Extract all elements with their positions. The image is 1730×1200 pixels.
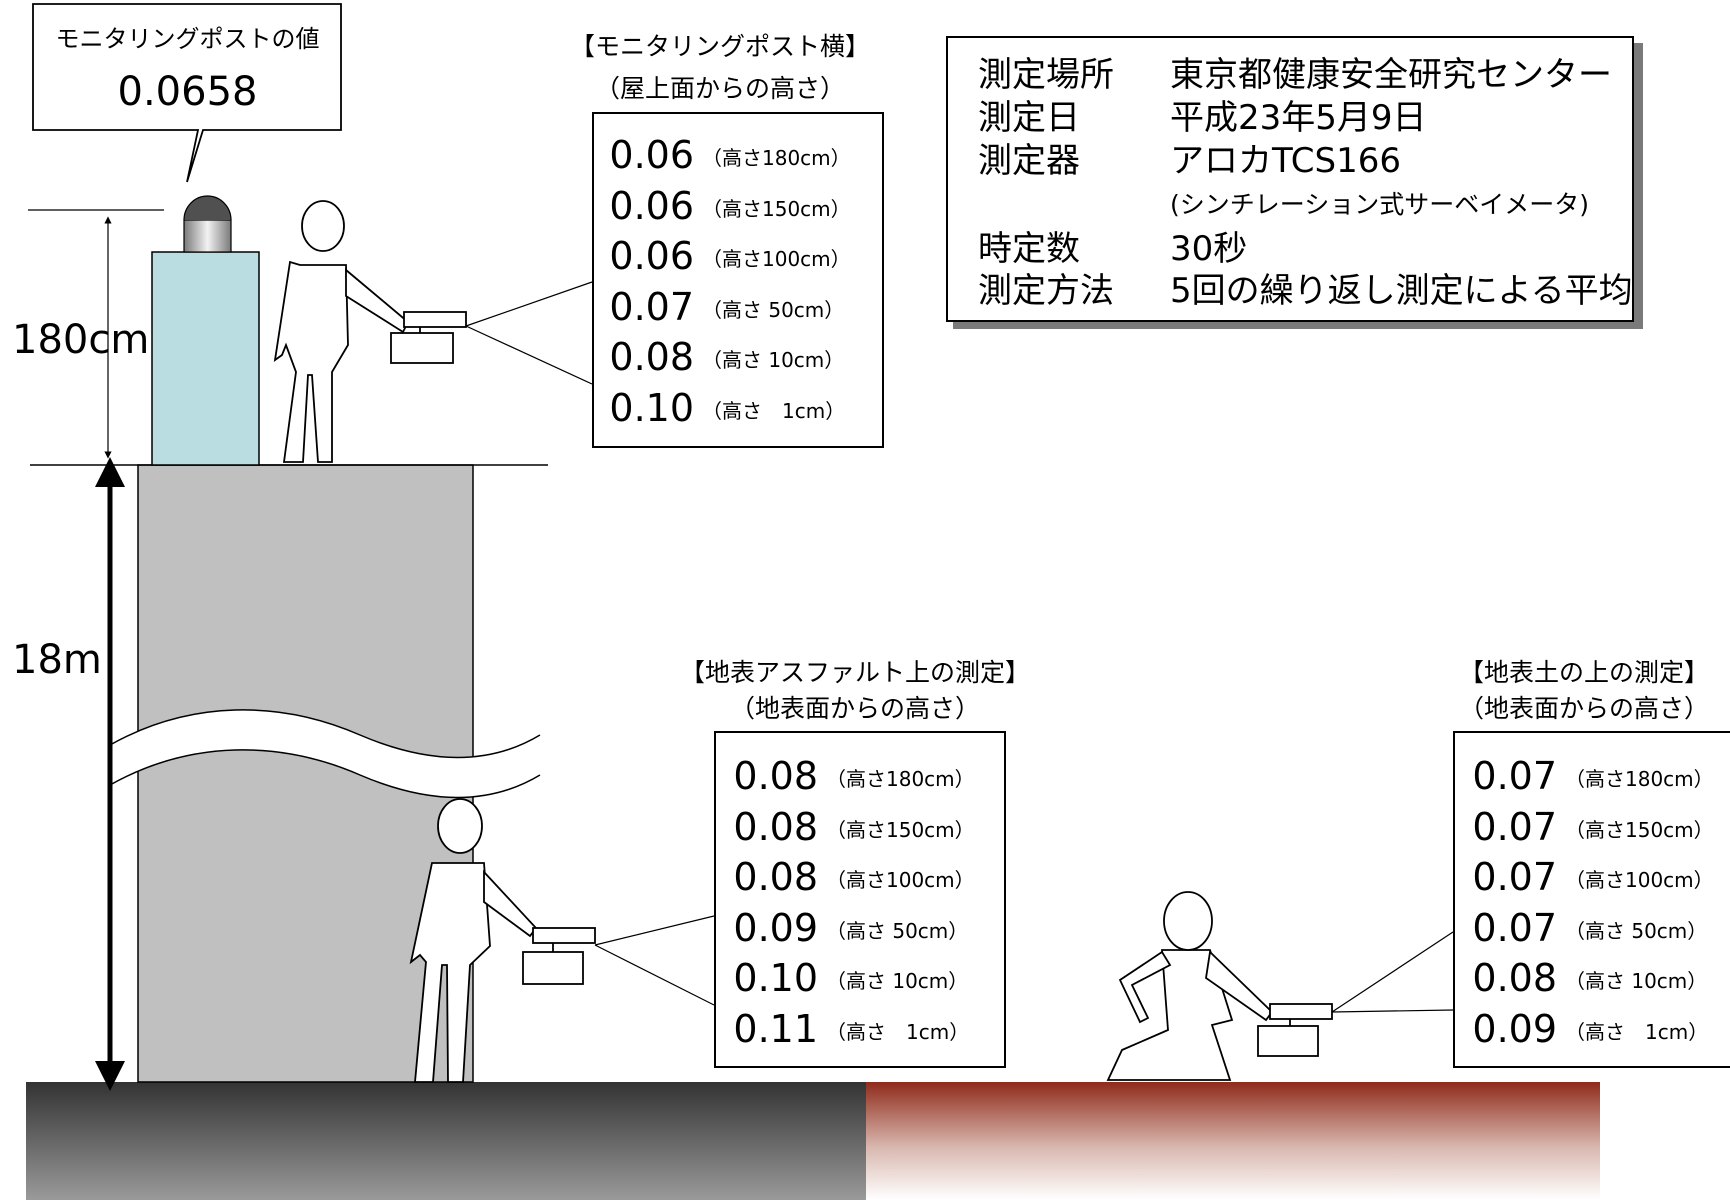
reading-height-note: （高さ150cm）: [1565, 817, 1714, 842]
soil-callout-pointer: [1331, 931, 1454, 1013]
asphalt-ground: [26, 1082, 866, 1200]
info-label-location: 測定場所: [978, 55, 1114, 95]
info-label-time-constant: 時定数: [978, 229, 1080, 269]
asphalt-readings-box: [714, 731, 1006, 1068]
info-value-time-constant: 30秒: [1170, 229, 1248, 269]
reading-height-note: （高さ 50cm）: [1565, 918, 1708, 943]
info-label-method: 測定方法: [978, 271, 1114, 311]
person-rooftop: [273, 200, 467, 463]
building-height-label: 18m: [12, 637, 102, 683]
reading-value: 0.08: [1472, 956, 1557, 1000]
person-asphalt: [409, 798, 596, 1083]
reading-height-note: （高さ 50cm）: [826, 918, 969, 943]
reading-height-note: （高さ180cm）: [1565, 767, 1714, 791]
soil-callout-subtitle: （地表面からの高さ）: [1458, 694, 1709, 723]
info-value-instrument-type: (シンチレーション式サーベイメータ): [1170, 190, 1590, 219]
reading-value: 0.10: [609, 385, 694, 430]
reading-height-note: （高さ 10cm）: [1565, 969, 1708, 993]
reading-value: 0.08: [733, 804, 818, 849]
reading-height-note: （高さ180cm）: [826, 767, 975, 791]
reading-value: 0.07: [1472, 754, 1557, 798]
monitoring-post-value: 0.0658: [117, 69, 258, 115]
rooftop-callout-title: 【モニタリングポスト横】: [569, 32, 870, 61]
reading-height-note: （高さ 1cm）: [1565, 1019, 1709, 1044]
info-value-method: 5回の繰り返し測定による平均: [1170, 271, 1633, 311]
rooftop-callout-subtitle: （屋上面からの高さ）: [594, 74, 845, 103]
rooftop-callout-pointer: [465, 281, 593, 385]
monitoring-post: [151, 251, 260, 466]
reading-height-note: （高さ 10cm）: [702, 348, 845, 372]
reading-value: 0.06: [609, 183, 694, 228]
reading-height-note: （高さ100cm）: [826, 868, 975, 892]
monitoring-post-dome: [183, 195, 232, 221]
soil-readings-box: [1453, 731, 1730, 1068]
reading-height-note: （高さ 1cm）: [826, 1019, 970, 1044]
reading-value: 0.06: [609, 133, 694, 177]
soil-callout-title: 【地表土の上の測定】: [1458, 658, 1709, 687]
reading-value: 0.07: [1472, 855, 1557, 899]
asphalt-callout-pointer: [594, 915, 715, 1006]
reading-height-note: （高さ 10cm）: [826, 969, 969, 993]
reading-value: 0.07: [1472, 905, 1557, 950]
info-value-date: 平成23年5月9日: [1170, 98, 1427, 138]
reading-height-note: （高さ100cm）: [702, 247, 851, 271]
reading-value: 0.11: [733, 1006, 818, 1051]
asphalt-callout-title: 【地表アスファルト上の測定】: [679, 658, 1030, 687]
reading-height-note: （高さ150cm）: [702, 196, 851, 221]
person-soil: [1106, 891, 1333, 1081]
asphalt-callout-subtitle: （地表面からの高さ）: [729, 694, 980, 723]
reading-height-note: （高さ 50cm）: [702, 297, 845, 322]
reading-height-note: （高さ150cm）: [826, 817, 975, 842]
monitoring-post-title: モニタリングポストの値: [55, 25, 320, 53]
info-box: 測定場所 東京都健康安全研究センター 測定日 平成23年5月9日 測定器 アロカ…: [946, 36, 1634, 322]
info-label-date: 測定日: [978, 98, 1080, 138]
reading-value: 0.07: [1472, 804, 1557, 849]
info-label-instrument: 測定器: [978, 141, 1080, 181]
reading-height-note: （高さ100cm）: [1565, 868, 1714, 892]
reading-value: 0.09: [1472, 1006, 1557, 1051]
monitoring-post-bubble: [32, 3, 342, 183]
reading-value: 0.08: [733, 855, 818, 899]
soil-ground: [866, 1082, 1600, 1200]
height-break-band: [110, 709, 540, 798]
reading-height-note: （高さ 1cm）: [702, 398, 846, 423]
info-value-instrument: アロカTCS166: [1170, 141, 1401, 181]
reading-value: 0.07: [609, 284, 694, 329]
reading-value: 0.10: [733, 956, 818, 1000]
reading-height-note: （高さ180cm）: [702, 146, 851, 170]
post-height-label: 180cm: [12, 317, 150, 363]
reading-value: 0.08: [733, 754, 818, 798]
reading-value: 0.09: [733, 905, 818, 950]
reading-value: 0.06: [609, 234, 694, 278]
rooftop-readings-box: [592, 112, 884, 448]
reading-value: 0.08: [609, 335, 694, 379]
info-value-location: 東京都健康安全研究センター: [1170, 55, 1612, 95]
